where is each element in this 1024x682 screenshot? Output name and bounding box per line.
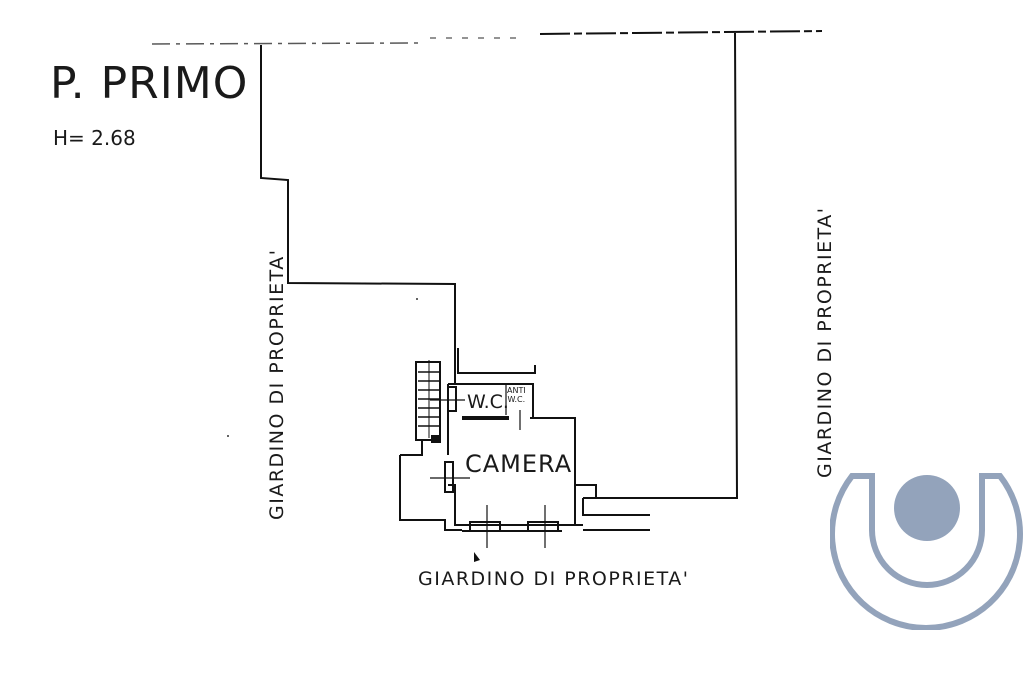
garden-label-bottom: GIARDINO DI PROPRIETA' bbox=[418, 568, 690, 590]
anti-wc-line-1: ANTI bbox=[507, 386, 526, 395]
room-label-anti-wc: ANTI W.C. bbox=[507, 386, 526, 404]
room-label-camera: CAMERA bbox=[465, 450, 573, 478]
floor-title: P. PRIMO bbox=[50, 58, 249, 109]
ceiling-height: H= 2.68 bbox=[53, 126, 136, 150]
anti-wc-line-2: W.C. bbox=[507, 395, 526, 404]
entrance-arrow-icon bbox=[474, 552, 480, 562]
agency-logo-icon bbox=[830, 473, 1023, 630]
room-label-wc: W.C. bbox=[467, 391, 509, 413]
garden-label-left: GIARDINO DI PROPRIETA' bbox=[266, 248, 288, 520]
garden-label-right: GIARDINO DI PROPRIETA' bbox=[814, 206, 836, 478]
